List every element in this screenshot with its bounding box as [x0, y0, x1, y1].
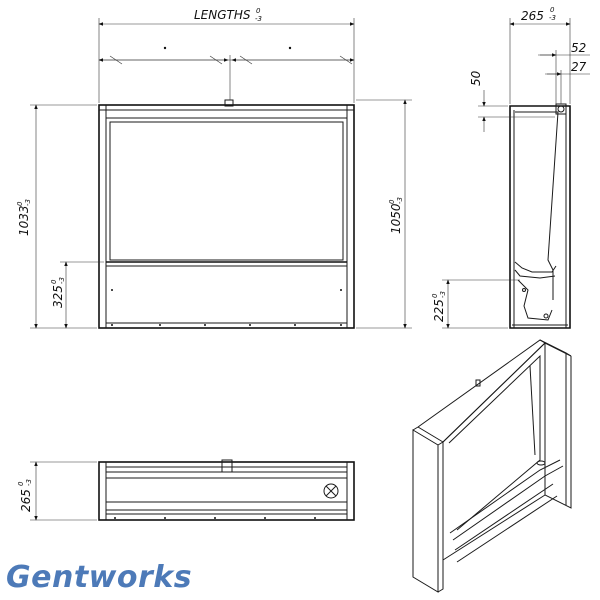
front-lower-tol-upper: 0 — [50, 279, 58, 284]
front-view: LENGTHS 0 -3 1033 0 -3 325 0 -3 1050 0 -… — [16, 7, 412, 329]
side-depth-tol-lower: -3 — [549, 14, 556, 22]
side-lower-tol-lower: -3 — [439, 291, 447, 298]
side-depth-label: 265 — [521, 9, 544, 23]
side-outline — [509, 105, 571, 329]
front-height-right-label: 1050 — [389, 203, 403, 234]
front-width-label: LENGTHS — [194, 8, 251, 22]
front-lower-label: 325 — [51, 285, 65, 308]
plan-view: 265 0 -3 — [17, 459, 355, 521]
front-height-right-tol-lower: -3 — [396, 197, 404, 204]
brand-logo: Gentworks — [6, 560, 193, 595]
side-top-offset: 50 — [469, 70, 483, 86]
plan-depth-tol-lower: -3 — [25, 479, 33, 486]
front-height-right-tol-upper: 0 — [388, 199, 396, 204]
front-lower-tol-lower: -3 — [58, 277, 66, 284]
side-depth-tol-upper: 0 — [550, 6, 555, 14]
plan-outline — [98, 461, 355, 521]
plan-depth-label: 265 — [19, 489, 33, 512]
isometric-view — [412, 339, 572, 593]
side-offset-a: 52 — [571, 41, 586, 55]
side-lower-label: 225 — [432, 299, 446, 322]
front-back-panel — [109, 121, 344, 261]
side-view: 265 0 -3 52 27 50 225 0 -3 — [431, 6, 590, 329]
front-width-tol-lower: -3 — [255, 15, 262, 23]
front-height-left-tol-upper: 0 — [16, 201, 24, 206]
front-height-left-tol-lower: -3 — [24, 199, 32, 206]
side-lower-tol-upper: 0 — [431, 293, 439, 298]
front-outer-frame — [98, 104, 355, 329]
plan-depth-tol-upper: 0 — [17, 481, 25, 486]
front-height-left-label: 1033 — [17, 205, 31, 236]
front-width-tol-upper: 0 — [256, 7, 261, 15]
side-offset-b: 27 — [571, 60, 587, 74]
